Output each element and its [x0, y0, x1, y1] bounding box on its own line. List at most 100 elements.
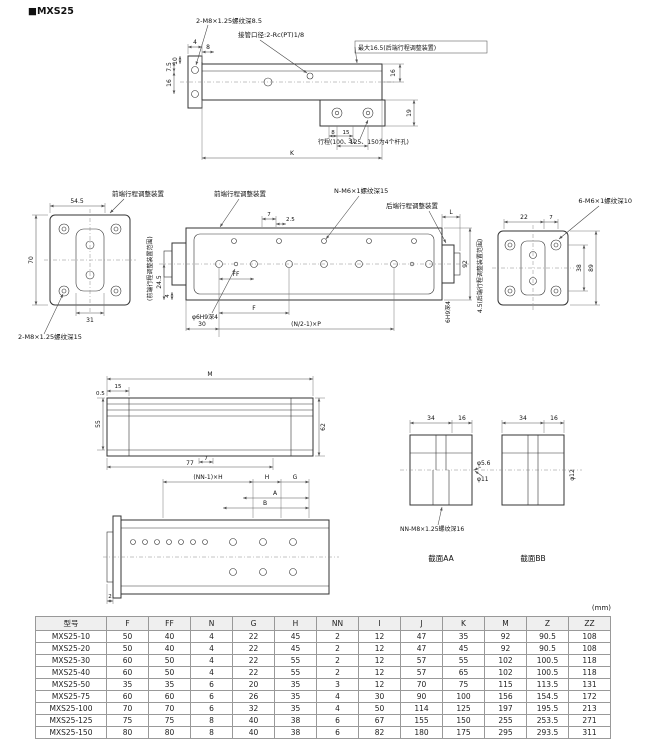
rear-adjuster-label: 后端行程调整装置: [386, 201, 439, 210]
front-range-note: (前端行程调整装置范围): [146, 236, 154, 301]
dim-16-left: 16: [166, 79, 173, 87]
value-cell: 22: [232, 630, 275, 643]
profile-geometry: [106, 397, 314, 457]
value-cell: 55: [274, 654, 317, 667]
value-cell: 35: [442, 630, 485, 643]
value-cell: 50: [358, 702, 401, 715]
dim-10: 10: [172, 57, 179, 65]
value-cell: 175: [442, 726, 485, 739]
section-aa-title: 截面AA: [428, 553, 454, 563]
value-cell: 295: [484, 726, 527, 739]
value-cell: 35: [106, 678, 149, 691]
dim-15-bottom: 15: [343, 130, 350, 136]
column-header: ZZ: [568, 616, 611, 631]
value-cell: 57: [400, 666, 443, 679]
value-cell: 195.5: [526, 702, 569, 715]
value-cell: 40: [232, 714, 275, 727]
dim-24-5: 24.5: [156, 275, 163, 289]
end-thread-callout: 6-M6×1螺纹深10: [578, 196, 632, 205]
value-cell: 60: [106, 690, 149, 703]
page-title: ■MXS25: [28, 6, 74, 17]
plate-thread-callout: 2-M8×1.25螺纹深15: [18, 332, 82, 341]
dim-2: 2: [108, 594, 112, 600]
dim-77: 77: [186, 460, 194, 467]
value-cell: 6: [190, 702, 233, 715]
value-cell: 6: [316, 714, 359, 727]
value-cell: 40: [148, 630, 191, 643]
value-cell: 271: [568, 714, 611, 727]
model-cell: MXS25-100: [35, 702, 107, 715]
value-cell: 50: [148, 666, 191, 679]
column-header: 型号: [35, 616, 107, 631]
dim-8-bottom: 8: [331, 130, 335, 136]
value-cell: 154.5: [526, 690, 569, 703]
dim-30: 30: [198, 321, 206, 328]
value-cell: 65: [442, 666, 485, 679]
value-cell: 75: [442, 678, 485, 691]
value-cell: 70: [106, 702, 149, 715]
column-header: H: [274, 616, 317, 631]
value-cell: 6: [190, 678, 233, 691]
dia-large-label: φ11: [477, 476, 489, 483]
value-cell: 180: [400, 726, 443, 739]
value-cell: 47: [400, 642, 443, 655]
value-cell: 311: [568, 726, 611, 739]
value-cell: 92: [484, 630, 527, 643]
value-cell: 75: [106, 714, 149, 727]
dim-89: 89: [588, 264, 595, 272]
dim-a: A: [273, 490, 278, 497]
value-cell: 4: [316, 702, 359, 715]
value-cell: 90.5: [526, 630, 569, 643]
value-cell: 40: [232, 726, 275, 739]
model-cell: MXS25-30: [35, 654, 107, 667]
dim-34-aa: 34: [427, 415, 435, 422]
section-bb-title: 截面BB: [520, 553, 545, 563]
dim-55: 55: [95, 420, 102, 428]
value-cell: 70: [148, 702, 191, 715]
column-header: Z: [526, 616, 569, 631]
value-cell: 156: [484, 690, 527, 703]
value-cell: 213: [568, 702, 611, 715]
value-cell: 102: [484, 654, 527, 667]
max-stroke-note: 最大16.5(后端行程调整装置): [358, 44, 436, 52]
dim-34-bb: 34: [519, 415, 527, 422]
value-cell: 253.5: [526, 714, 569, 727]
value-cell: 82: [358, 726, 401, 739]
dim-92: 92: [462, 260, 469, 268]
model-cell: MXS25-50: [35, 678, 107, 691]
value-cell: 50: [148, 654, 191, 667]
dim-b: B: [263, 500, 267, 507]
model-cell: MXS25-40: [35, 666, 107, 679]
section-views-drawing: 34 16 34 16 φ5.6 φ11 φ12 NN-M8×1.25螺纹深16…: [400, 415, 582, 563]
value-cell: 108: [568, 630, 611, 643]
value-cell: 6: [190, 690, 233, 703]
column-header: G: [232, 616, 275, 631]
value-cell: 35: [274, 690, 317, 703]
dim-2-5: 2.5: [286, 217, 295, 223]
front-end-view-geometry: [44, 209, 136, 313]
value-cell: 45: [442, 642, 485, 655]
value-cell: 47: [400, 630, 443, 643]
column-header: FF: [148, 616, 191, 631]
value-cell: 60: [106, 666, 149, 679]
dim-formula-plan: (N/2-1)×P: [291, 321, 321, 328]
front-adjuster-label-top: 前端行程调整装置: [214, 189, 267, 198]
rear-end-view-geometry: [492, 225, 574, 311]
value-cell: 155: [400, 714, 443, 727]
value-cell: 172: [568, 690, 611, 703]
value-cell: 125: [442, 702, 485, 715]
thread-n-callout: N-M6×1螺纹深15: [334, 186, 388, 195]
value-cell: 50: [106, 630, 149, 643]
dim-38: 38: [576, 264, 583, 272]
value-cell: 92: [484, 642, 527, 655]
value-cell: 2: [316, 654, 359, 667]
value-cell: 2: [316, 642, 359, 655]
dim-15: 15: [115, 384, 122, 390]
bottom-view-geometry: [103, 515, 339, 599]
value-cell: 118: [568, 666, 611, 679]
value-cell: 100.5: [526, 666, 569, 679]
